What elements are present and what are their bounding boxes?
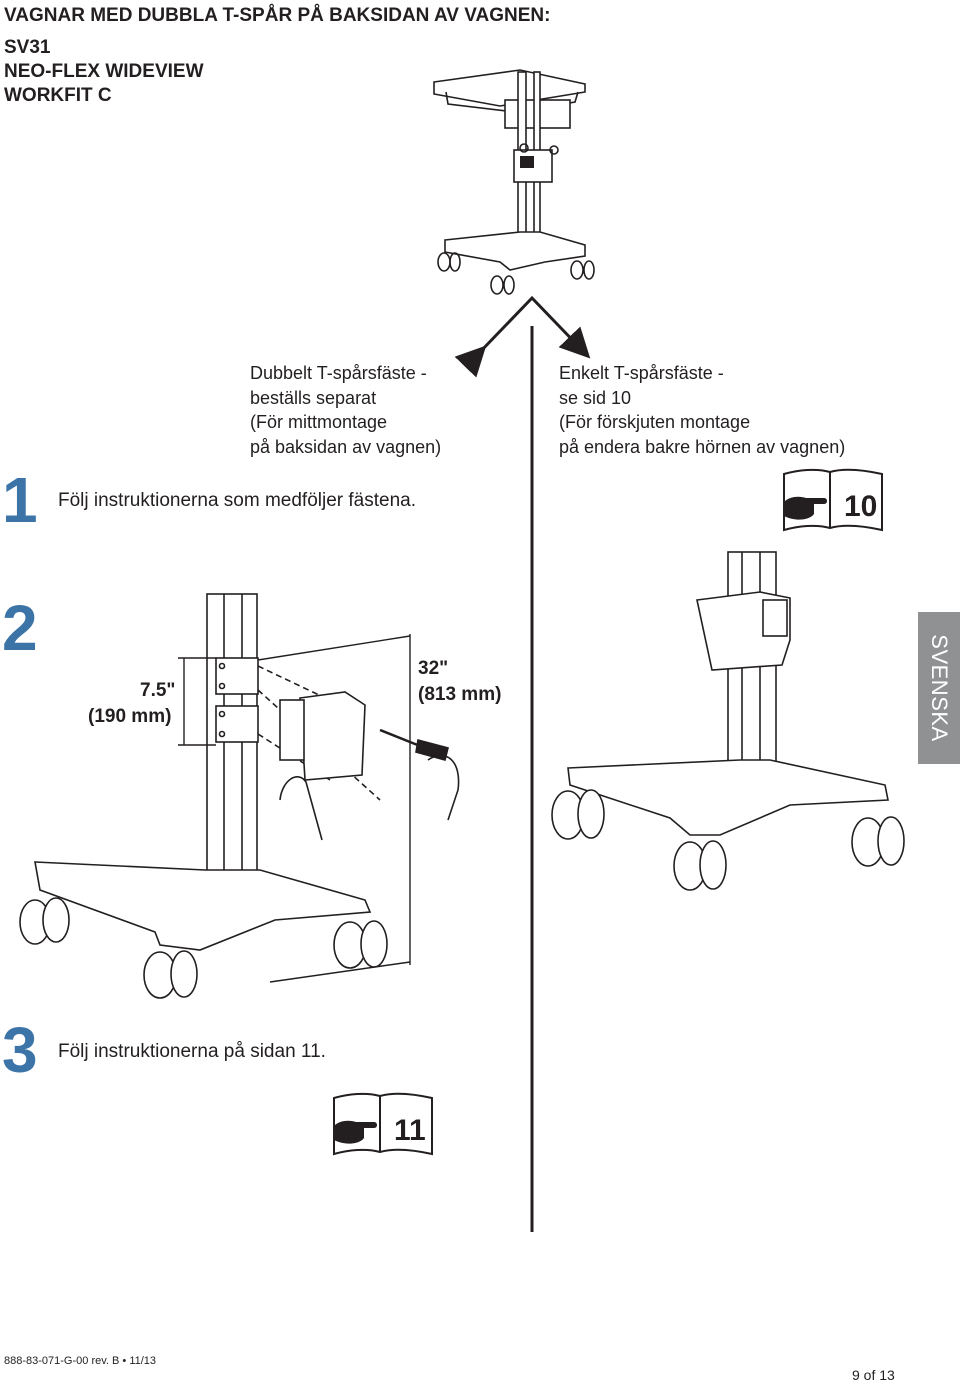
option-right-note: Enkelt T-spårsfäste - se sid 10 (För för… <box>559 361 845 459</box>
page-title: VAGNAR MED DUBBLA T-SPÅR PÅ BAKSIDAN AV … <box>4 5 551 26</box>
dimension-a-imperial: 7.5" <box>140 680 176 701</box>
dimension-a-metric: (190 mm) <box>88 706 172 727</box>
dimension-b-imperial: 32" <box>418 658 449 679</box>
option-left-note: Dubbelt T-spårsfäste - beställs separat … <box>250 361 441 459</box>
note-line: Dubbelt T-spårsfäste - <box>250 363 427 383</box>
note-line: på endera bakre hörnen av vagnen) <box>559 436 846 457</box>
document-code: 888-83-071-G-00 rev. B • 11/13 <box>4 1355 157 1367</box>
note-line: (För mittmontage <box>250 412 388 432</box>
page-number: 9 of 13 <box>852 1367 895 1383</box>
step-number-2: 2 <box>2 592 38 664</box>
model-name: WORKFIT C <box>4 85 112 106</box>
language-tab-label: SVENSKA <box>927 634 952 742</box>
note-line: beställs separat <box>250 387 377 408</box>
option-split-arrows <box>454 295 591 378</box>
note-line: på baksidan av vagnen) <box>250 436 442 457</box>
note-line: Enkelt T-spårsfäste - <box>559 363 724 383</box>
note-line: se sid 10 <box>559 387 632 408</box>
pointing-hand-icon <box>334 1120 377 1144</box>
note-line: (För förskjuten montage <box>559 412 751 432</box>
dimension-b-metric: (813 mm) <box>418 684 502 705</box>
step-3-text: Följ instruktionerna på sidan 11. <box>58 1041 326 1062</box>
double-mount-illustration <box>19 593 460 999</box>
single-mount-illustration <box>551 551 905 891</box>
manual-reference-icon <box>333 1092 433 1156</box>
dimension-lines <box>178 634 411 983</box>
step-number-1: 1 <box>2 464 38 536</box>
model-name: NEO-FLEX WIDEVIEW <box>4 61 204 82</box>
ref-page-11: 11 <box>394 1114 426 1147</box>
language-tab: SVENSKA <box>918 612 960 764</box>
cart-overview-illustration <box>433 69 595 295</box>
manual-reference-icon <box>783 468 883 532</box>
step-1-text: Följ instruktionerna som medföljer fäste… <box>58 490 416 511</box>
step-number-3: 3 <box>2 1014 38 1086</box>
ref-page-10: 10 <box>844 490 877 523</box>
pointing-hand-icon <box>784 496 827 520</box>
model-name: SV31 <box>4 37 51 58</box>
